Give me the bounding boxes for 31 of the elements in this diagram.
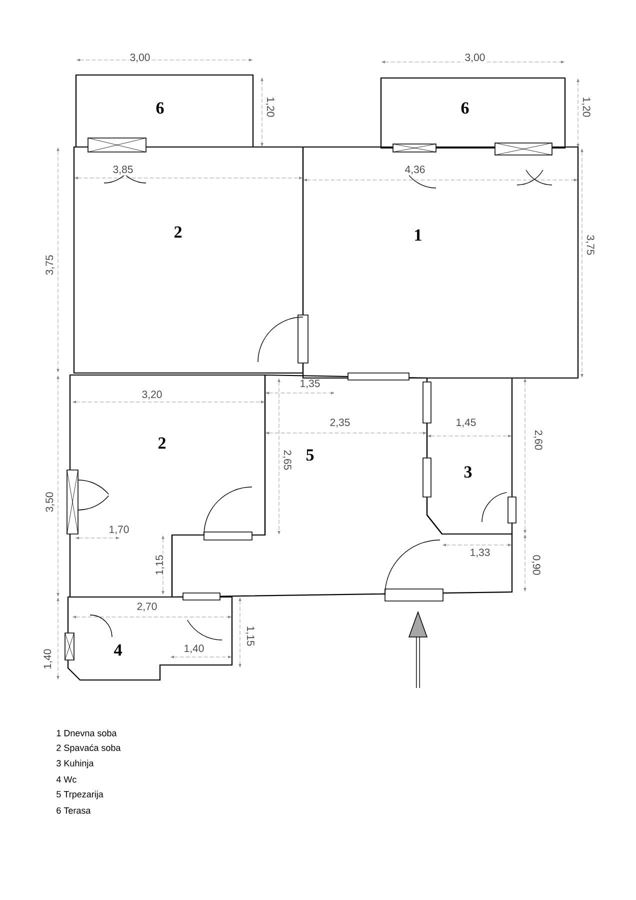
dimension-label: 1,15 (154, 554, 166, 576)
dimension-label: 1,40 (42, 648, 54, 670)
dimension-label: 3,20 (140, 390, 164, 400)
dimension-label: 3,85 (112, 164, 134, 176)
dimension-label: 1,40 (182, 644, 206, 654)
dimension-label: 3,75 (584, 234, 596, 256)
dimension-label: 1,45 (454, 418, 478, 428)
dimension-label: 3,75 (44, 254, 56, 276)
dimension-label: 3,00 (128, 52, 152, 64)
legend-entry: 5 Trpezarija (56, 790, 104, 800)
dimension-label: 3,00 (464, 52, 486, 64)
room-outline: 6 (75, 74, 254, 148)
dimension-label: 1,15 (244, 624, 256, 648)
dimension-label: 1,70 (108, 524, 130, 536)
dimension-label: 1,33 (468, 548, 492, 558)
dimension-label: 2,65 (282, 448, 292, 472)
dimension-label: 1,20 (580, 96, 592, 118)
dimension-label: 3,50 (44, 490, 56, 514)
legend-entry: 1 Dnevna soba (56, 730, 117, 736)
dimension-label: 2,70 (136, 602, 158, 612)
dimension-label: 4,36 (404, 164, 426, 176)
room-outline: 6 (380, 77, 566, 149)
dimension-label: 0,90 (530, 554, 542, 576)
legend-entry: 3 Kuhinja (56, 760, 94, 768)
legend-entry: 6 Terasa (56, 807, 91, 814)
legend-entry: 2 Spavaća soba (56, 744, 121, 753)
dimension-label: 2,35 (328, 418, 352, 428)
dimension-label: 2,60 (532, 428, 544, 452)
legend-entry: 4 Wc (56, 776, 76, 783)
dimension-label: 1,20 (264, 96, 276, 118)
dimension-label: 1,35 (298, 378, 322, 390)
